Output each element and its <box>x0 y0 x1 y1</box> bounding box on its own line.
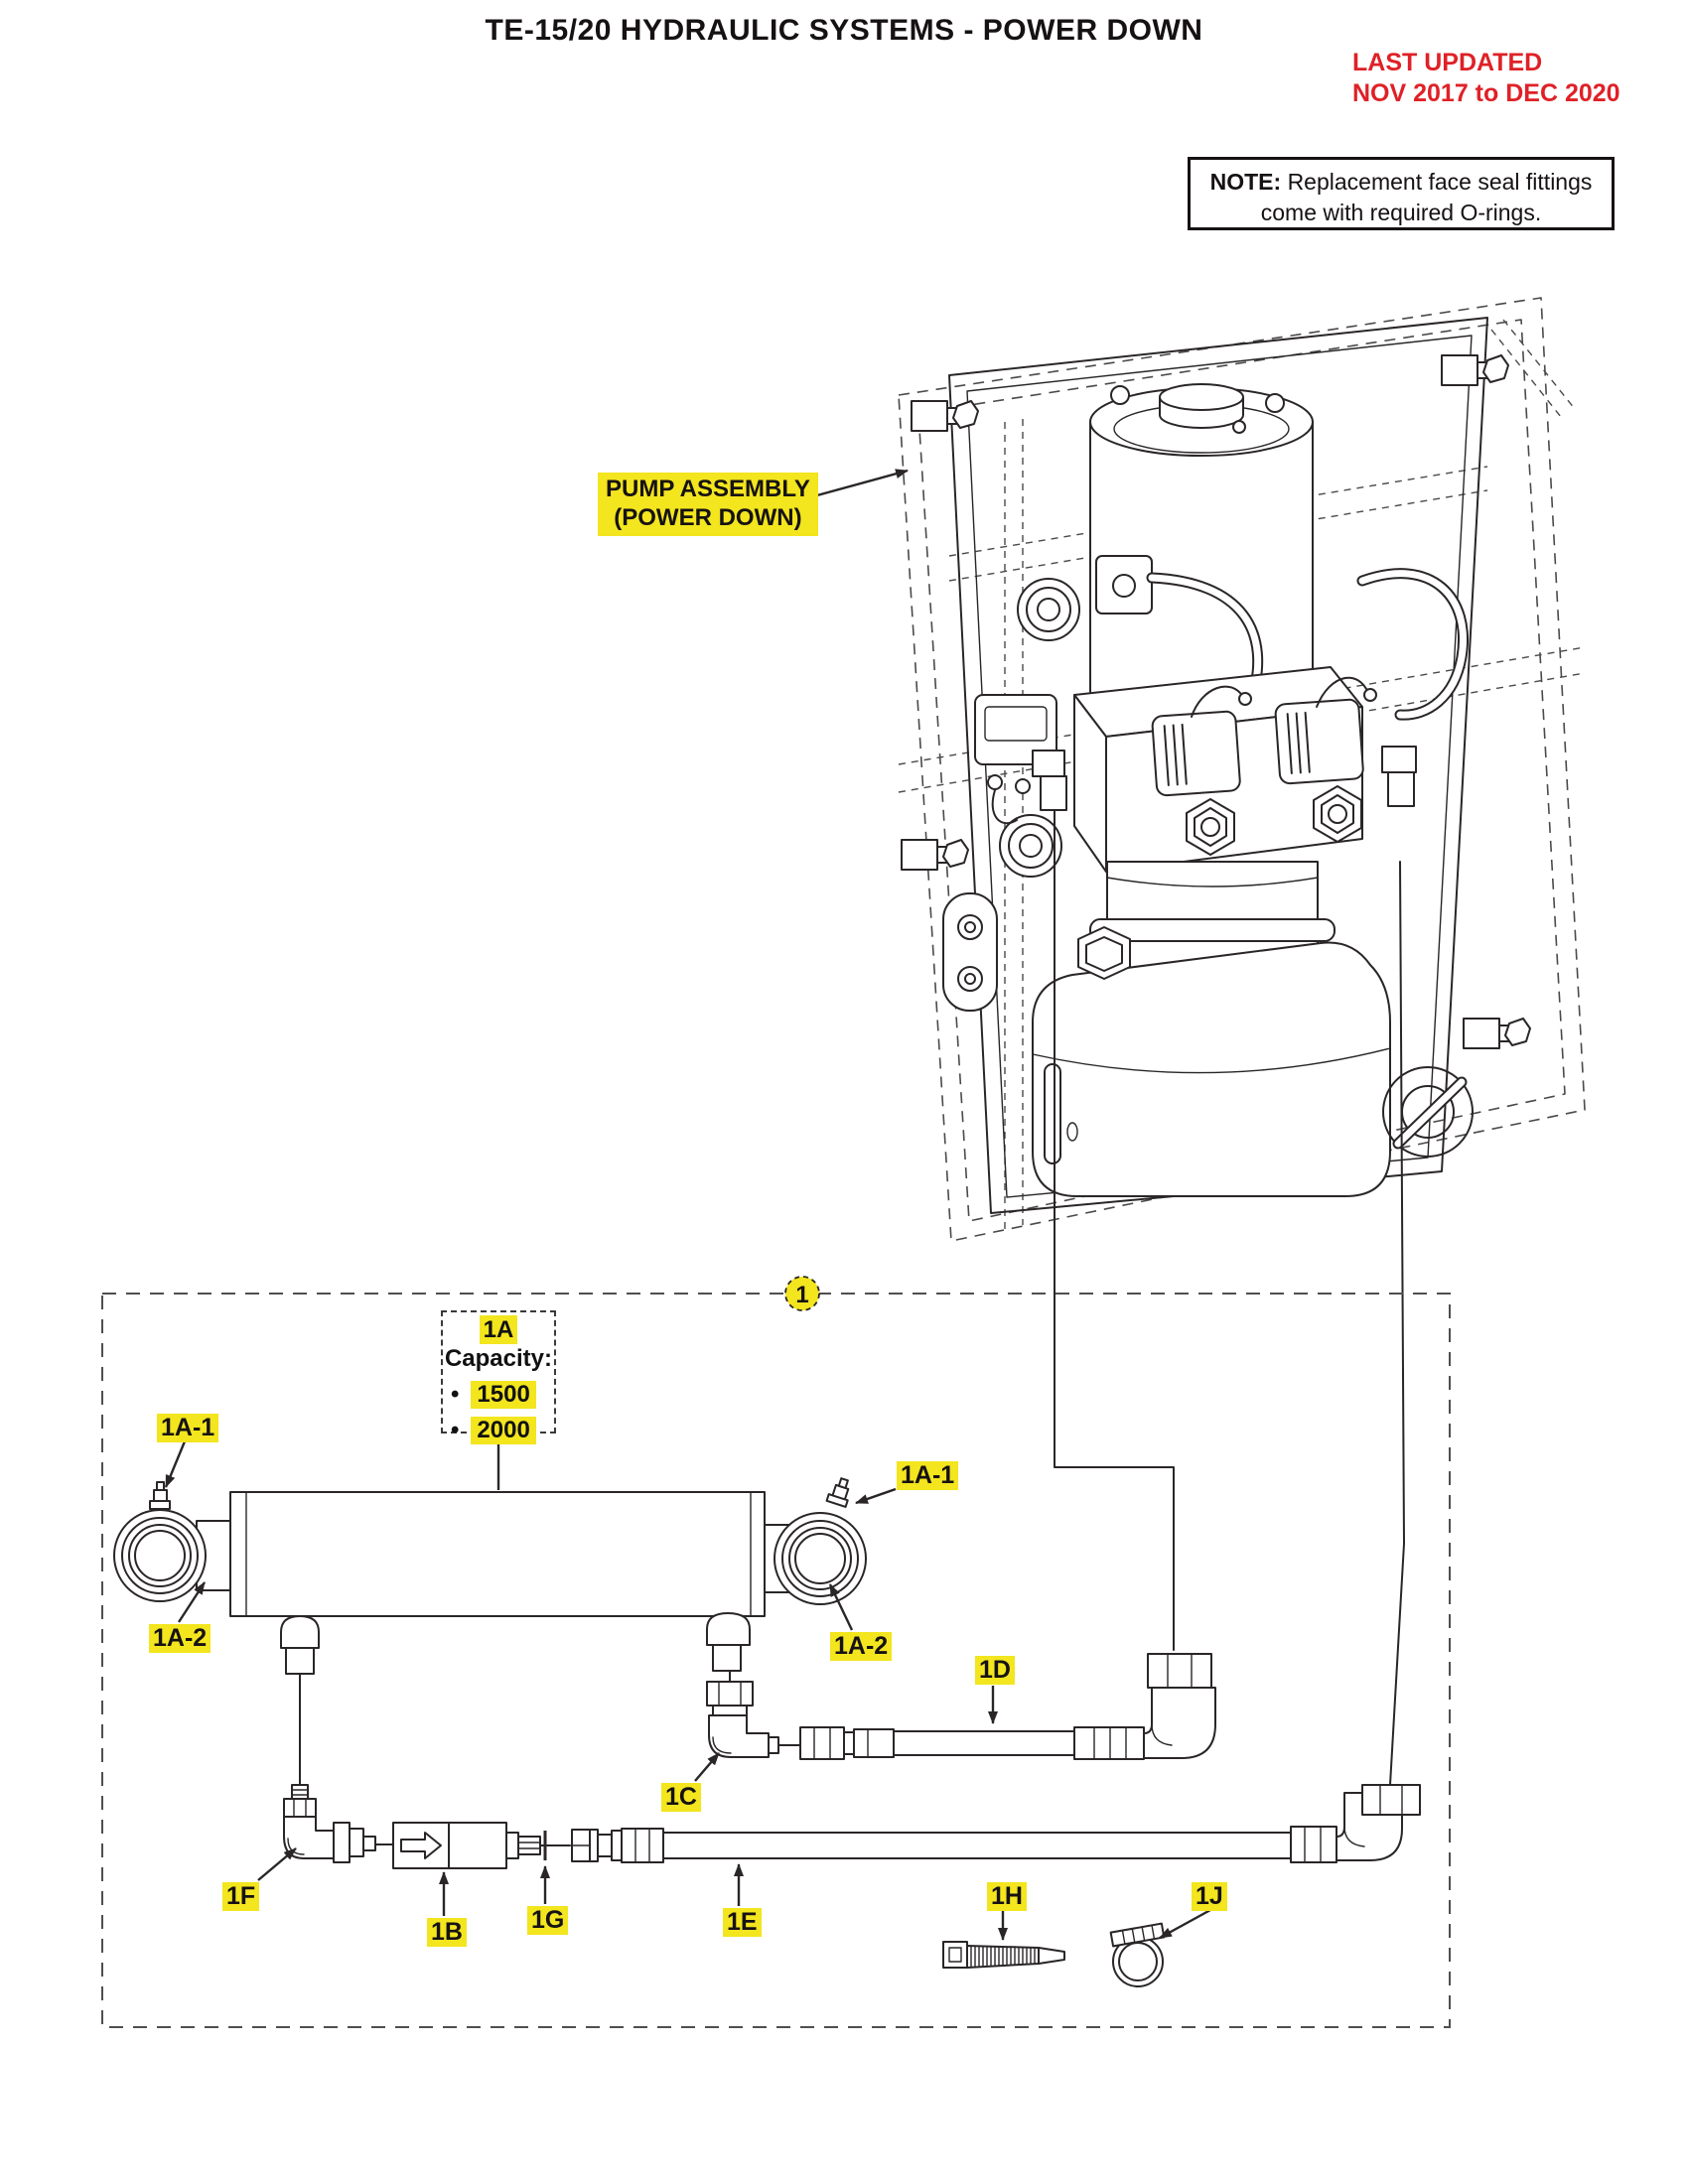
capacity-heading: Capacity: <box>444 1345 553 1372</box>
section-box <box>101 1293 1451 2028</box>
callout-1a1-left: 1A-1 <box>157 1414 219 1442</box>
callout-1g: 1G <box>527 1906 569 1935</box>
last-updated-line2: NOV 2017 to DEC 2020 <box>1352 79 1620 107</box>
callout-1b: 1B <box>427 1918 467 1947</box>
pump-assembly-label-line1: PUMP ASSEMBLY <box>606 476 810 502</box>
last-updated-note: LAST UPDATED NOV 2017 to DEC 2020 <box>1352 48 1620 109</box>
note-line1: Replacement face seal fittings <box>1287 169 1593 195</box>
grommet-icon <box>999 814 1062 878</box>
elbow-1c <box>706 1681 801 1758</box>
section-number-circle: 1 <box>784 1276 820 1311</box>
callout-1j: 1J <box>1192 1882 1227 1911</box>
hose-clamp-1j <box>1109 1922 1166 1987</box>
note-box: NOTE: Replacement face seal fittings com… <box>1188 157 1615 230</box>
callout-1a2-left: 1A-2 <box>149 1624 211 1653</box>
flow-arrow-icon <box>400 1832 442 1859</box>
mount-bracket <box>942 892 998 1012</box>
page-title: TE-15/20 HYDRAULIC SYSTEMS - POWER DOWN <box>485 14 1203 47</box>
section-number: 1 <box>795 1282 808 1308</box>
note-line2: come with required O-rings. <box>1260 200 1542 226</box>
grommet-icon <box>1017 578 1080 641</box>
check-valve-1b <box>392 1822 571 1869</box>
pump-assembly-label: PUMP ASSEMBLY (POWER DOWN) <box>598 473 818 536</box>
pump-tubes <box>1054 809 1405 1786</box>
callout-1h: 1H <box>987 1882 1027 1911</box>
valve-block <box>1032 666 1417 873</box>
pump-assembly-label-line2: (POWER DOWN) <box>614 503 802 531</box>
callout-1a: 1A <box>479 1315 518 1344</box>
callout-1d: 1D <box>975 1656 1015 1685</box>
contactor <box>974 694 1057 825</box>
hose-1e <box>571 1784 1421 1863</box>
callout-leaders <box>164 469 1222 1941</box>
grease-fitting-icon <box>825 1477 850 1508</box>
capacity-option-value: 2000 <box>471 1417 536 1444</box>
handle-hook <box>1356 568 1474 1158</box>
reservoir-tank <box>1032 926 1391 1197</box>
grease-fitting-icon <box>149 1481 171 1510</box>
cylinder-1a <box>113 1477 867 1675</box>
last-updated-line1: LAST UPDATED <box>1352 49 1543 76</box>
callout-1c: 1C <box>661 1783 701 1812</box>
capacity-option-value: 1500 <box>471 1381 536 1409</box>
capacity-option: 1500 <box>451 1381 554 1409</box>
hose-1d <box>799 1653 1216 1760</box>
capacity-part-tag: 1A <box>443 1315 554 1344</box>
cable-tie-1h <box>942 1941 1065 1969</box>
pump-assembly-drawing <box>898 297 1586 1786</box>
callout-1e: 1E <box>723 1908 762 1937</box>
callout-1a1-right: 1A-1 <box>897 1461 959 1490</box>
elbow-1f <box>283 1784 394 1863</box>
callout-1f: 1F <box>222 1882 260 1911</box>
capacity-option: 2000 <box>451 1417 554 1444</box>
capacity-box: 1A Capacity: 1500 2000 <box>441 1310 556 1444</box>
callout-1a2-right: 1A-2 <box>830 1632 893 1661</box>
note-label: NOTE: <box>1209 169 1282 195</box>
